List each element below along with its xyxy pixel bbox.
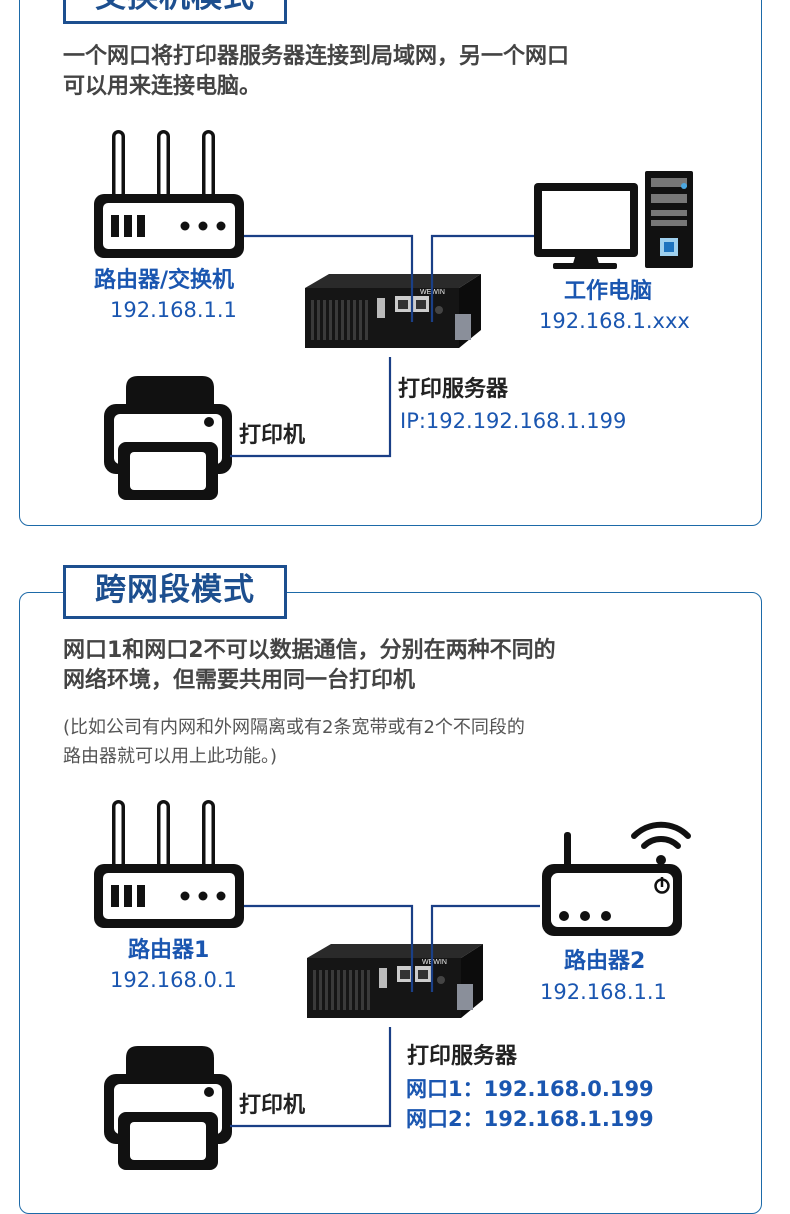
printer-icon [104, 376, 232, 500]
printer-label: 打印机 [239, 423, 306, 448]
router-switch-icon [94, 130, 244, 258]
print-server-label: 打印服务器 [398, 377, 509, 402]
router-2-ip: 192.168.1.1 [540, 980, 667, 1004]
computer-ip: 192.168.1.xxx [539, 309, 690, 333]
print-server-label-2: 打印服务器 [407, 1044, 518, 1069]
router-2-label: 路由器2 [564, 949, 646, 974]
printer-label-2: 打印机 [239, 1093, 306, 1118]
switch-mode-description: 一个网口将打印器服务器连接到局域网，另一个网口 可以用来连接电脑。 [63, 44, 570, 99]
network-diagram: WEWIN WEWIN [94, 130, 693, 1170]
print-server-device-2: WEWIN [307, 944, 483, 1018]
router-1-icon [94, 800, 244, 928]
print-server-ip: IP:192.192.168.1.199 [400, 409, 627, 433]
port-1-ip: 网口1：192.168.0.199 [406, 1077, 654, 1101]
cross-segment-description: 网口1和网口2不可以数据通信，分别在两种不同的 网络环境，但需要共用同一台打印机 [63, 638, 556, 693]
cross-segment-note: (比如公司有内网和外网隔离或有2条宽带或有2个不同段的 路由器就可以用上此功能。… [63, 717, 525, 767]
computer-label: 工作电脑 [564, 279, 653, 304]
printer-icon-2 [104, 1046, 232, 1170]
switch-mode-title: 交换机模式 [63, 0, 287, 24]
port-2-ip: 网口2：192.168.1.199 [406, 1107, 654, 1131]
router-switch-ip: 192.168.1.1 [110, 298, 237, 322]
router-2-wifi-icon [542, 821, 691, 936]
cross-segment-mode-title: 跨网段模式 [63, 565, 287, 619]
connection-lines-1 [230, 234, 534, 458]
connection-lines-2 [230, 904, 540, 1128]
router-1-label: 路由器1 [128, 938, 210, 963]
router-1-ip: 192.168.0.1 [110, 968, 237, 992]
router-switch-label: 路由器/交换机 [94, 268, 235, 293]
svg-text:WEWIN: WEWIN [422, 959, 447, 966]
print-server-device-1: WEWIN [305, 274, 481, 348]
computer-icon [534, 171, 693, 269]
